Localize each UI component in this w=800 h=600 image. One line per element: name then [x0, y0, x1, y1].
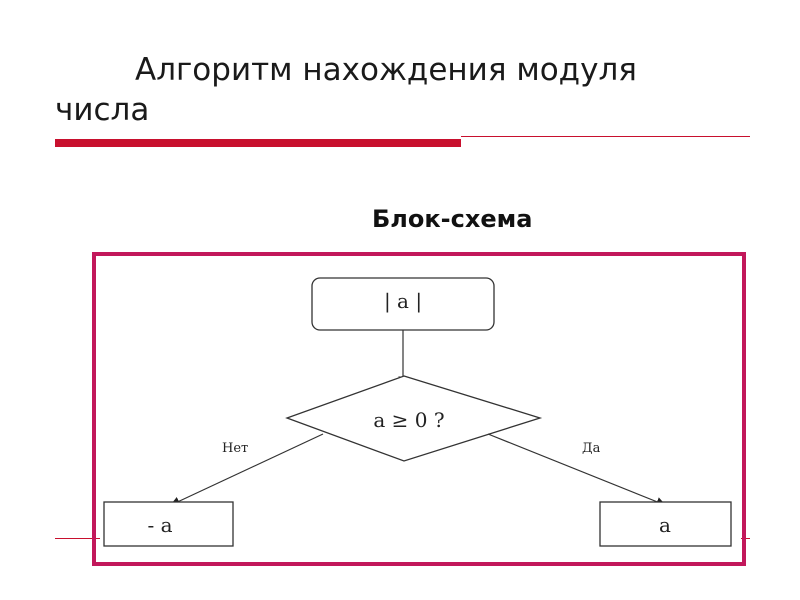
- result-positive-label: a: [659, 513, 671, 537]
- result-block-positive: [599, 501, 732, 547]
- slide-subtitle: Блок-схема: [372, 205, 533, 233]
- flowchart-frame: [92, 252, 746, 566]
- title-underline-thin: [461, 136, 750, 137]
- condition-label: a ≥ 0 ?: [373, 408, 444, 432]
- result-block-negative: [103, 501, 234, 547]
- slide-title: Алгоритм нахождения модуля числа: [55, 52, 637, 128]
- result-negative-label: - a: [147, 513, 172, 537]
- bottom-rule-left: [55, 538, 100, 539]
- start-block-label: | a |: [384, 289, 422, 314]
- arrow-no-branch: [170, 433, 324, 506]
- no-branch-label: Нет: [222, 441, 248, 456]
- arrow-yes-branch: [487, 433, 666, 507]
- yes-branch-label: Да: [582, 441, 601, 456]
- title-underline-thick: [55, 139, 461, 147]
- condition-diamond: [285, 375, 543, 462]
